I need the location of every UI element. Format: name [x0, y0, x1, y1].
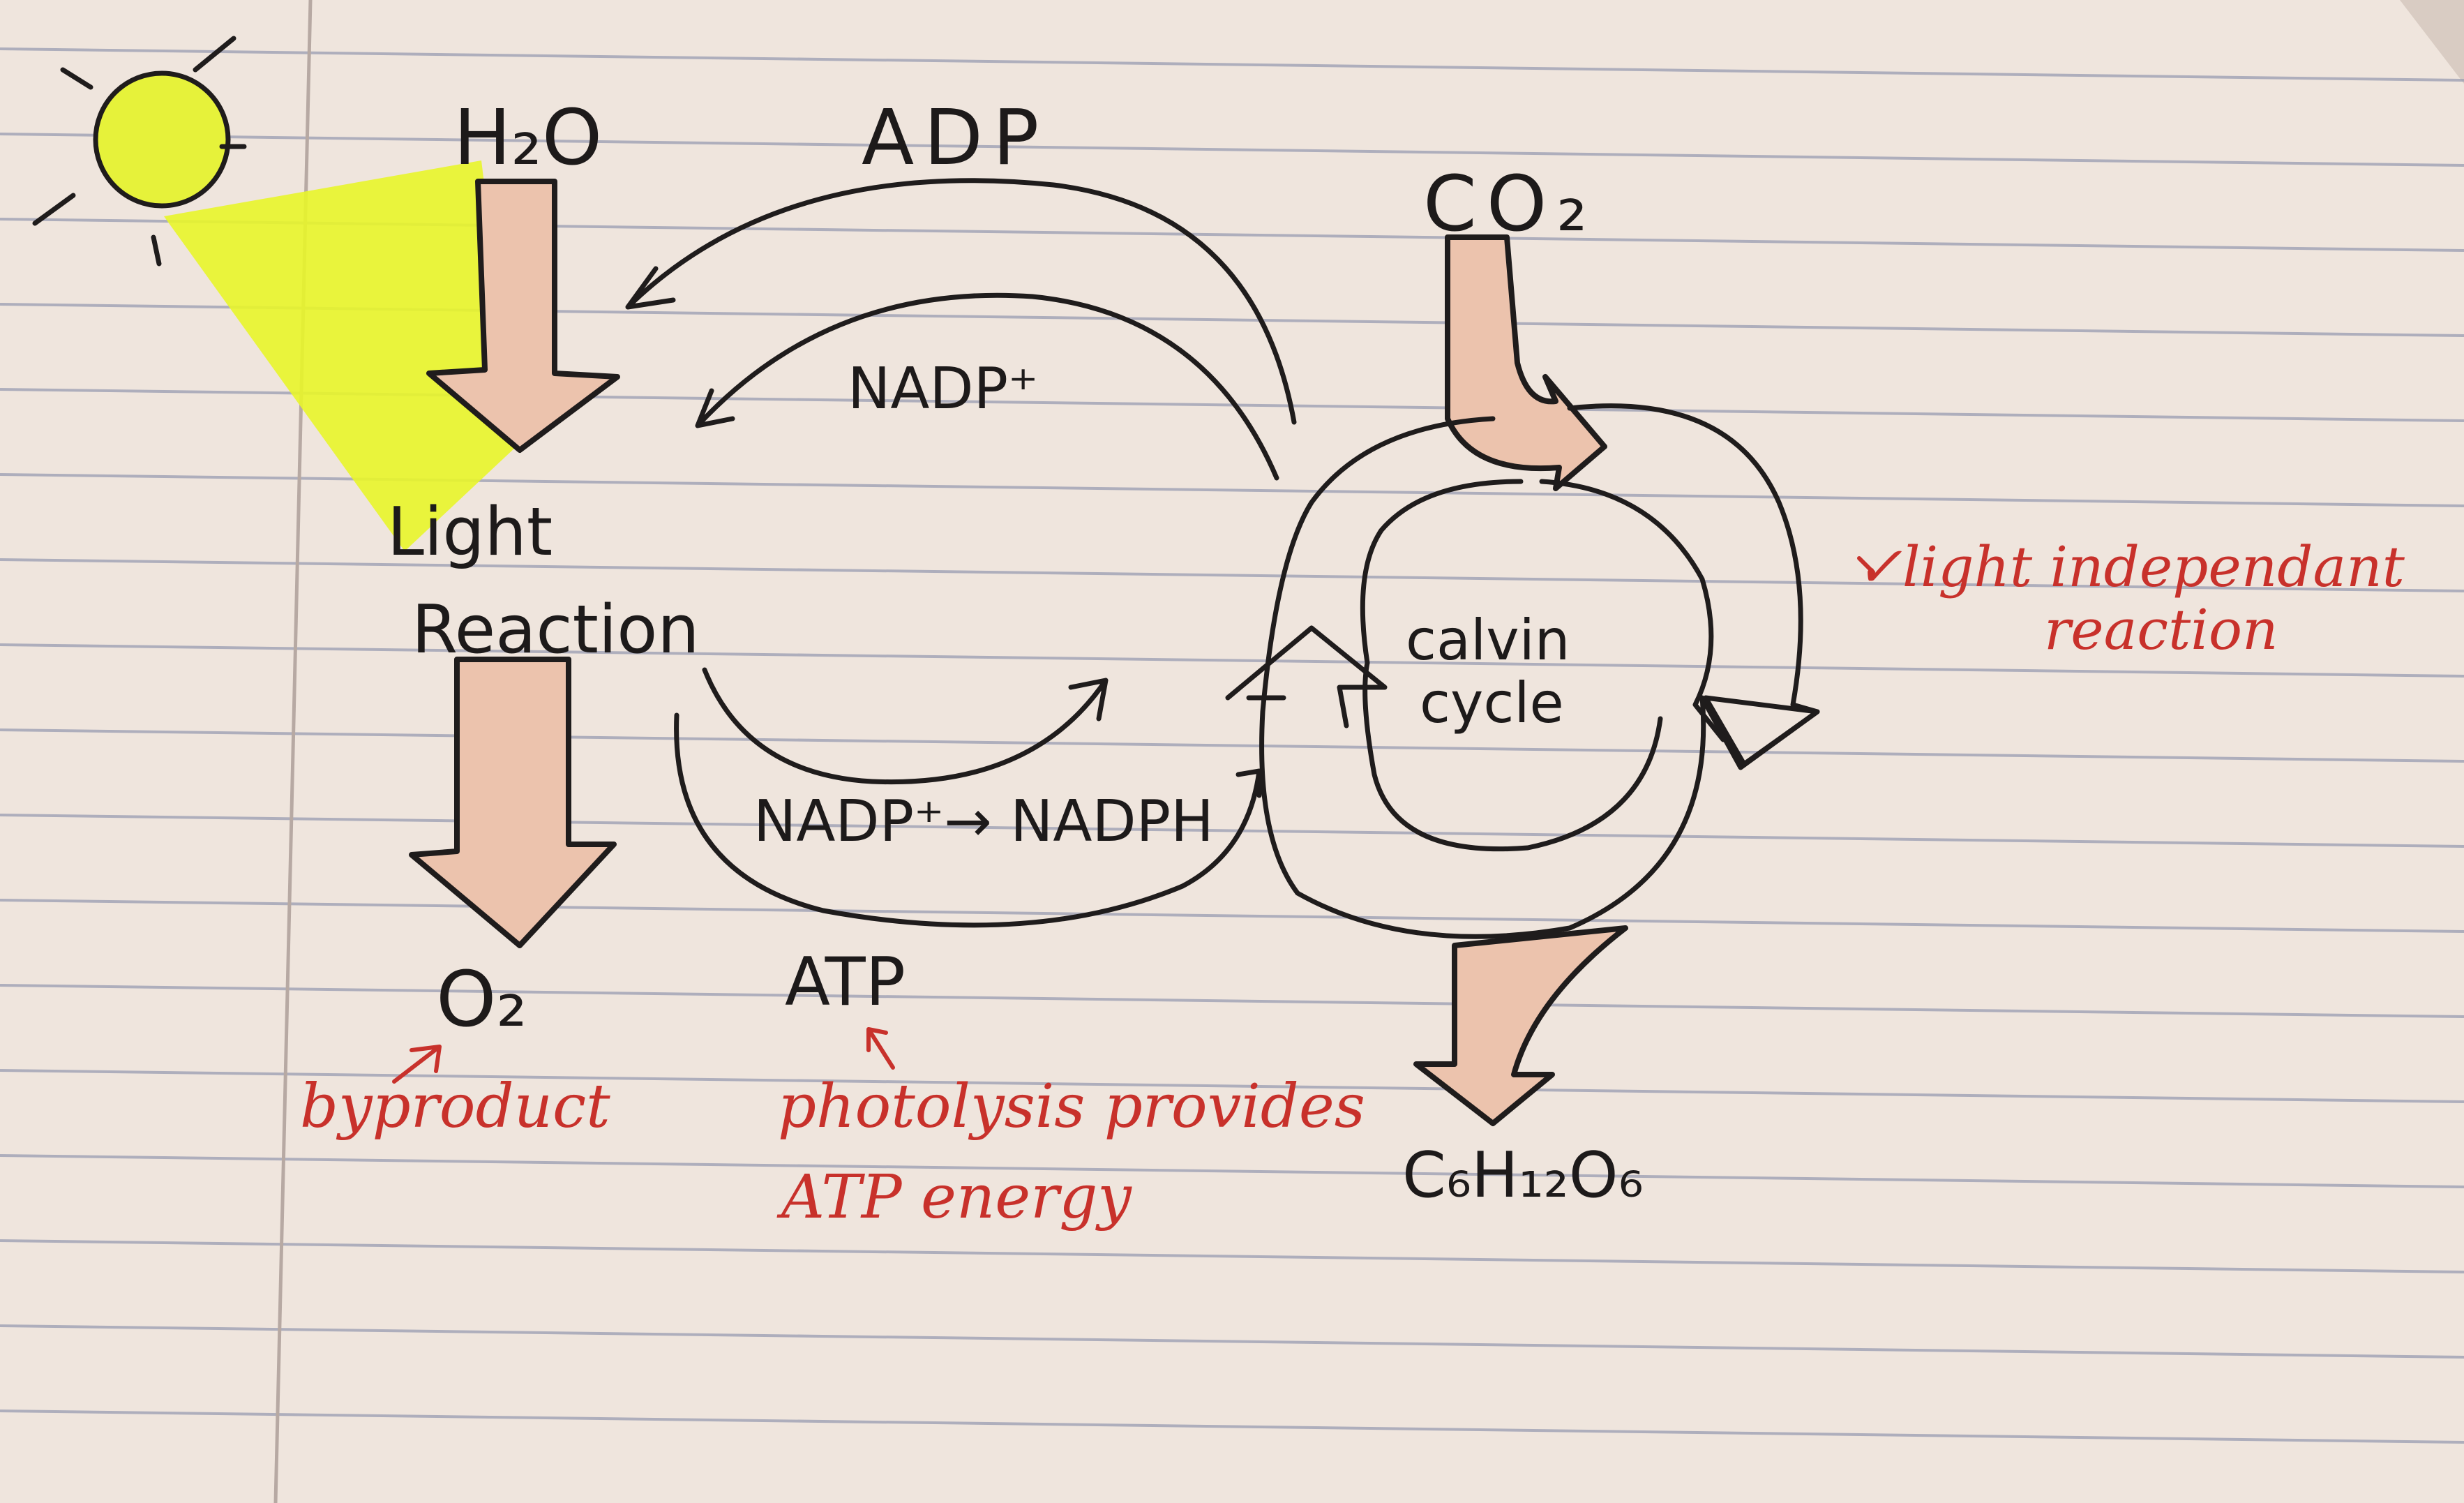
sun-icon [32, 36, 247, 267]
atp-forward-arrow [674, 712, 1262, 928]
calvin-inner-loop [1360, 479, 1726, 852]
ruled-line [0, 899, 2464, 933]
label-reaction: Reaction [412, 592, 700, 668]
label-nadp-to-nadph: NADP⁺→ NADPH [753, 788, 1214, 855]
label-light: Light [387, 494, 553, 571]
ruled-line [0, 47, 2464, 82]
atp-pointer [866, 1027, 895, 1070]
ruled-line [0, 1324, 2464, 1359]
note-byproduct: byproduct [300, 1072, 610, 1142]
ruled-lines [0, 47, 2464, 1444]
adp-return-arrow [625, 178, 1297, 425]
label-glucose: C₆H₁₂O₆ [1402, 1139, 1644, 1212]
nadp-return-arrow [695, 292, 1279, 481]
co2-block-arrow [1445, 234, 1607, 491]
ruled-line [0, 1409, 2464, 1444]
label-atp: ATP [785, 944, 906, 1021]
calvin-arrowhead-right [1703, 695, 1820, 767]
label-co2: CO₂ [1423, 159, 1598, 248]
sunlight-highlight [164, 160, 516, 551]
nadph-forward-arrow [702, 667, 1109, 785]
glucose-block-arrow [1413, 925, 1628, 1126]
calvin-arrowhead-left [1225, 625, 1388, 728]
ruled-line [0, 558, 2464, 592]
note-light-independent-2: reaction [2044, 597, 2278, 662]
light-independent-tick [1857, 556, 1875, 574]
note-photolysis-1: photolysis provides [778, 1072, 1365, 1142]
ruled-line [0, 984, 2464, 1018]
label-adp: ADP [862, 93, 1049, 182]
ruled-line [0, 1069, 2464, 1103]
water-block-arrow [426, 179, 620, 453]
ruled-line [0, 1239, 2464, 1273]
label-calvin: calvin [1406, 608, 1570, 673]
byproduct-pointer [392, 1045, 442, 1084]
ruled-line [0, 814, 2464, 848]
calvin-outer-loop [1259, 403, 1820, 939]
label-oxygen: O₂ [436, 955, 527, 1044]
ruled-line [0, 1154, 2464, 1188]
ruled-line [0, 133, 2464, 167]
label-water: H₂O [453, 93, 602, 182]
label-cycle: cycle [1420, 671, 1564, 735]
ruled-line [0, 643, 2464, 678]
label-nadp-plus: NADP⁺ [848, 356, 1038, 422]
note-light-independent-1: ✓light independant [1856, 534, 2405, 599]
oxygen-block-arrow [409, 657, 617, 948]
ruled-line [0, 728, 2464, 763]
note-photolysis-2: ATP energy [776, 1162, 1132, 1232]
